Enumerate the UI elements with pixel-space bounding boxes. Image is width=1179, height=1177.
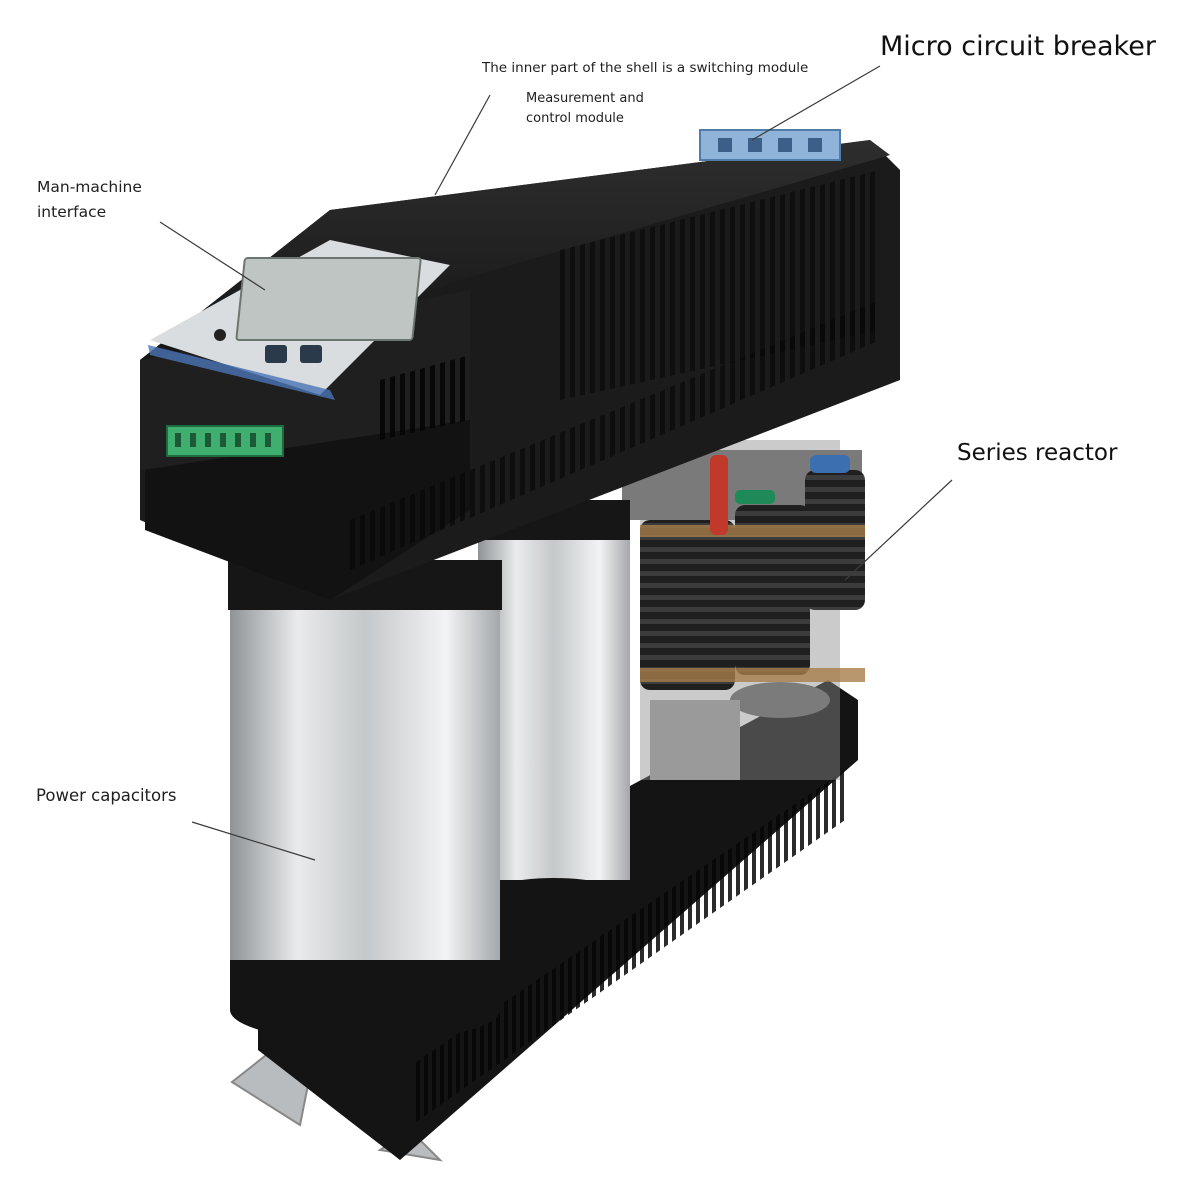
leader-hmi [159, 221, 266, 291]
callout-measurement-line1: Measurement and [526, 91, 644, 106]
callout-measurement-control: Measurement and control module [526, 89, 644, 129]
micro-circuit-breaker [699, 129, 841, 161]
callout-inner-shell: The inner part of the shell is a switchi… [482, 60, 809, 76]
housing-vents-upper [380, 355, 470, 440]
callout-hmi-line1: Man-machine [37, 178, 142, 196]
hmi-power-button [214, 329, 226, 341]
leader-micro-breaker [751, 65, 881, 141]
hmi-nav-button-left [265, 345, 287, 363]
housing-vents-lower [350, 300, 880, 570]
callout-leaders [159, 65, 953, 861]
base-tray-front-vents [412, 770, 845, 1125]
callout-power-capacitors: Power capacitors [36, 786, 177, 805]
hmi-brand-strip [148, 345, 335, 400]
callout-measurement-line2: control module [526, 111, 624, 126]
callout-hmi: Man-machine interface [37, 175, 142, 225]
terminal-block [166, 425, 284, 457]
leader-power-capacitors [191, 821, 316, 861]
leader-inner-shell [434, 94, 491, 196]
callout-micro-breaker: Micro circuit breaker [880, 31, 1156, 62]
control-housing [140, 129, 900, 600]
lcd-screen [235, 257, 422, 341]
callout-series-reactor: Series reactor [957, 440, 1118, 466]
leader-series-reactor [844, 479, 953, 581]
hmi-nav-button-right [300, 345, 322, 363]
callout-hmi-line2: interface [37, 203, 107, 221]
